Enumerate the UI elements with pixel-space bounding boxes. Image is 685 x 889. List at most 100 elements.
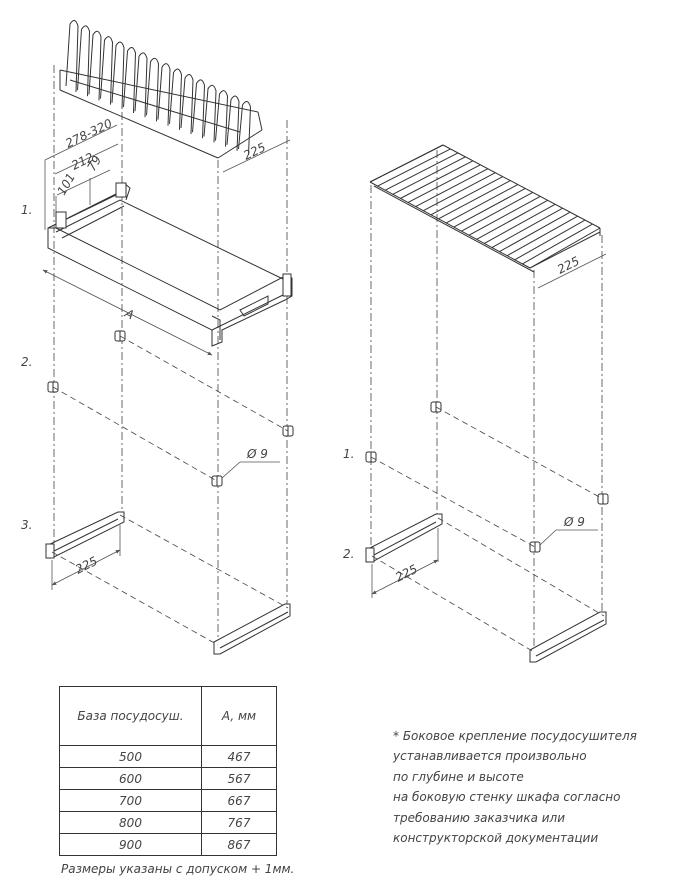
plate-holder-wire — [123, 47, 137, 114]
right-view: 225 Ø 9 — [343, 144, 609, 663]
table-cell: 667 — [201, 789, 277, 812]
plate-holder-wire — [134, 52, 148, 118]
plate-holder-wire — [65, 20, 79, 93]
left-phi-leader — [221, 461, 241, 479]
right-phi-leader — [539, 529, 557, 546]
plate-holder-wire — [192, 79, 206, 139]
note-line: требованию заказчика или — [393, 810, 566, 825]
shelf-wire — [377, 148, 451, 187]
plate-holder-wire — [215, 90, 229, 147]
shelf-wire — [522, 223, 593, 265]
plate-holder-wire — [180, 74, 194, 135]
note-line: конструкторской документации — [393, 831, 599, 846]
right-pin-dashed-lines — [370, 406, 604, 548]
plate-holder-wire — [88, 30, 102, 101]
shelf-wire — [400, 160, 474, 199]
shelf-wire — [476, 199, 548, 240]
step-number: 1. — [343, 447, 354, 461]
dim-phi9-right: Ø 9 — [563, 515, 585, 529]
table-cell: 467 — [201, 745, 277, 768]
table-cell: 800 — [59, 811, 202, 834]
right-mount-pins — [365, 401, 609, 553]
left-plate-rack — [59, 20, 263, 159]
shelf-wire — [453, 188, 526, 228]
note-line: * Боковое крепление посудосушителя — [393, 729, 637, 743]
left-view: 278-320 212 79 101 225 A — [21, 20, 294, 655]
table-header-row: База посудосуш. A, мм — [59, 686, 277, 746]
plate-holder-wire — [157, 63, 171, 126]
shelf-wire — [499, 211, 571, 253]
note-line: на боковую стенку шкафа согласно — [393, 790, 621, 805]
tolerance-note: Размеры указаны с допуском + 1мм. — [61, 862, 295, 876]
table-cell: 600 — [59, 767, 202, 790]
shelf-wire — [484, 203, 556, 244]
shelf-wire — [392, 156, 466, 195]
shelf-wire — [438, 180, 511, 220]
shelf-wire — [407, 164, 481, 203]
plate-holder-wire — [146, 57, 160, 122]
table-header: База посудосуш. — [59, 686, 202, 746]
dim-A-line — [42, 269, 213, 356]
pin-icon — [211, 475, 223, 487]
shelf-wire — [514, 219, 586, 261]
dim-phi9-left: Ø 9 — [246, 447, 268, 461]
right-top-dimension-lines — [537, 253, 607, 289]
shelf-wire — [385, 152, 459, 191]
dim-225-left-rail: 225 — [73, 554, 100, 577]
mounting-note: * Боковое крепление посудосушителя устан… — [393, 726, 663, 848]
step-number: 3. — [21, 518, 32, 532]
plate-holder-wire — [238, 101, 252, 156]
table-cell: 900 — [59, 833, 202, 856]
plate-holder-wire — [169, 68, 183, 130]
left-mount-pins — [47, 330, 294, 487]
right-shelf-grid — [369, 144, 601, 273]
left-bottom-rails — [45, 511, 291, 655]
note-line: устанавливается произвольно — [393, 749, 587, 764]
shelf-wire — [461, 191, 533, 232]
dim-225-left-top: 225 — [241, 140, 268, 163]
right-bottom-rails — [365, 513, 607, 663]
dim-101: 101 — [54, 171, 78, 198]
note-line: по глубине и высоте — [393, 769, 524, 784]
shelf-wire — [529, 227, 601, 269]
table-cell: 567 — [201, 767, 277, 790]
dim-79: 79 — [84, 153, 104, 173]
shelf-wire — [491, 207, 563, 248]
shelf-wire — [445, 184, 518, 224]
plate-holder-wire — [203, 84, 217, 143]
left-top-dimension-lines — [44, 124, 291, 230]
dim-A: A — [122, 306, 136, 323]
plate-holder-wire — [226, 95, 240, 151]
plate-holder-wire — [77, 25, 91, 97]
right-rail-dimension — [371, 528, 439, 598]
right-guide-lines — [370, 150, 603, 650]
step-number: 1. — [21, 203, 32, 217]
shelf-wire — [369, 144, 444, 183]
shelf-wire — [415, 168, 489, 208]
table-cell: 767 — [201, 811, 277, 834]
shelf-wire — [423, 172, 496, 212]
table-cell: 867 — [201, 833, 277, 856]
plate-holder-wire — [100, 36, 114, 105]
step-number: 2. — [343, 547, 354, 561]
table-cell: 500 — [59, 745, 202, 768]
dim-225-right-rail: 225 — [393, 562, 420, 585]
plate-holder-wire — [111, 41, 125, 109]
left-pin-dashed-lines — [52, 335, 289, 482]
table-header: A, мм — [201, 686, 277, 746]
table-cell: 700 — [59, 789, 202, 812]
shelf-wire — [468, 195, 541, 236]
left-tray-frame — [47, 182, 293, 347]
pin-icon — [529, 541, 541, 553]
step-number: 2. — [21, 355, 32, 369]
shelf-wire — [430, 176, 504, 216]
dim-278-320: 278-320 — [63, 116, 115, 151]
shelf-wire — [506, 215, 578, 257]
